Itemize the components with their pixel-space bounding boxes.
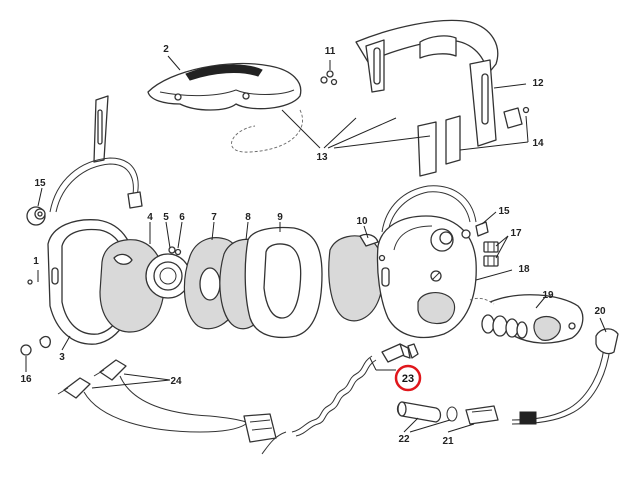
headband-clips xyxy=(417,106,530,177)
callout-labels: 2 11 12 13 14 15 15 4 5 6 7 8 9 10 17 18… xyxy=(20,44,606,447)
callout-15-right: 15 xyxy=(498,206,510,217)
screw-set-11 xyxy=(320,70,338,86)
callout-10: 10 xyxy=(356,216,368,227)
callout-24: 24 xyxy=(170,376,182,387)
callout-18: 18 xyxy=(518,264,530,275)
callout-13: 13 xyxy=(316,152,328,163)
cord-plug-assembly xyxy=(261,343,419,455)
callout-7: 7 xyxy=(211,212,217,223)
callout-2: 2 xyxy=(163,44,169,55)
leader-lines xyxy=(25,55,607,433)
callout-16: 16 xyxy=(20,374,32,385)
callout-1: 1 xyxy=(33,256,39,267)
cylinder-and-oring xyxy=(396,401,458,423)
mic-windscreen xyxy=(465,405,499,425)
callout-15-left: 15 xyxy=(34,178,46,189)
callout-21: 21 xyxy=(442,436,454,447)
mic-boom-base xyxy=(469,294,584,344)
volume-knob-left xyxy=(26,206,46,226)
callout-12: 12 xyxy=(532,78,544,89)
top-head-pad xyxy=(147,62,302,111)
callout-11: 11 xyxy=(325,46,336,57)
microphone-boom xyxy=(511,328,619,425)
headband-strap xyxy=(231,19,499,153)
dual-plug-cable xyxy=(57,359,277,443)
right-ear-cup-assembly xyxy=(376,185,489,339)
callout-20: 20 xyxy=(594,306,606,317)
callout-22: 22 xyxy=(398,434,410,445)
highlight-ring-23 xyxy=(394,364,422,392)
foam-insert-4 xyxy=(99,239,165,333)
callout-8: 8 xyxy=(245,212,251,223)
callout-3: 3 xyxy=(59,352,65,363)
callout-5: 5 xyxy=(163,212,169,223)
left-headband-wire xyxy=(49,95,143,213)
callout-4: 4 xyxy=(147,212,153,223)
callout-19: 19 xyxy=(542,290,554,301)
callout-9: 9 xyxy=(277,212,283,223)
callout-14: 14 xyxy=(532,138,544,149)
connector-blocks xyxy=(483,241,499,267)
callout-17: 17 xyxy=(510,228,522,239)
foam-insert-10 xyxy=(328,233,384,322)
callout-6: 6 xyxy=(179,212,185,223)
callout-23: 23 xyxy=(402,373,414,385)
ear-seal-cushion xyxy=(244,226,323,339)
